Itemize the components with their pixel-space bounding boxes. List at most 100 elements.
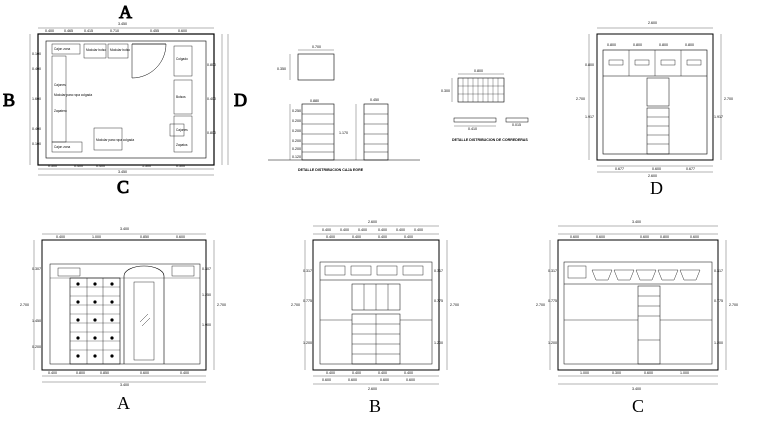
plan-room-label: Cajones	[176, 128, 188, 132]
elev-a-mid-left: 1.450	[32, 319, 41, 323]
detail-drawer-level: 0.200	[292, 139, 301, 143]
elev-c-label: C	[632, 396, 644, 416]
plan-bottom-dim: 0.300	[48, 164, 57, 168]
elev-b-box	[376, 265, 398, 276]
plan-bottom-dim: 0.400	[96, 164, 105, 168]
plan-bottom-dim: 0.400	[74, 164, 83, 168]
elevation-d	[588, 27, 722, 173]
elev-b-top-dim-2: 0.400	[352, 235, 361, 239]
elev-b-top-dim: 0.400	[396, 228, 405, 232]
elev-b-height-right: 2.700	[450, 303, 459, 307]
plan-room-label: Colgado	[176, 57, 188, 61]
detail-box-width: 0.700	[312, 45, 321, 49]
elev-c-bottom-dim: 1.000	[580, 371, 589, 375]
plan-unit	[173, 45, 193, 77]
plan-top-dim: 0.400	[45, 29, 54, 33]
detail-drawer-level: 0.250	[292, 109, 301, 113]
elev-d-handle	[660, 59, 676, 66]
elev-b-bottom-dim-2: 0.600	[406, 378, 415, 382]
plan-room-label: Modular para ropa colgada	[54, 93, 92, 97]
shoe-icons	[76, 282, 114, 358]
elev-c-bottom-dim: 1.000	[680, 371, 689, 375]
plan-unit	[107, 43, 129, 59]
elev-d-top-dim: 0.800	[607, 43, 616, 47]
elev-d-drawers	[646, 107, 670, 155]
plan-room-label: Bolsos	[176, 95, 186, 99]
elev-b-outline	[312, 239, 440, 371]
shoe-icon	[93, 300, 97, 304]
elev-a-top-dim: 0.850	[140, 235, 149, 239]
plan-right-dim: 0.800	[207, 131, 216, 135]
elev-c-outline	[557, 239, 719, 371]
plan-unit	[173, 115, 193, 153]
detail-caption-left: DETALLE DISTRIBUCION CAJA EGRE	[298, 168, 364, 172]
elev-a-height: 2.700	[20, 303, 29, 307]
elevation-b-text: B 2.600 0.400 0.400 0.400 0.400 0.400 0.…	[291, 220, 459, 416]
elev-b-width: 2.600	[368, 220, 377, 224]
elev-a-top-dim: 1.000	[92, 235, 101, 239]
elev-c-basket	[679, 269, 701, 281]
elev-d-width: 2.600	[648, 21, 657, 25]
plan-top-dim: 0.455	[150, 29, 159, 33]
elev-a-door	[123, 265, 165, 364]
detail-caption-right: DETALLE DISTRIBUCION DE CORREDERAS	[452, 138, 528, 142]
detail-rack-width: 0.450	[370, 98, 379, 102]
plan-right-dim: 0.800	[207, 63, 216, 67]
elev-a-top-dim: 0.600	[176, 235, 185, 239]
detail-drawer-level: 0.120	[292, 155, 301, 159]
detail-grid-height: 0.300	[441, 89, 450, 93]
detail-box	[297, 53, 335, 81]
elev-c-width-bottom: 3.400	[632, 387, 641, 391]
elev-b-top-dim-2: 0.400	[378, 235, 387, 239]
elev-a-box	[57, 267, 81, 277]
shoe-icon	[110, 336, 114, 340]
elev-c-basket	[657, 269, 679, 281]
plan-inner-wall	[45, 40, 207, 159]
elev-a-bottom-dim: 0.400	[180, 371, 189, 375]
plan-room-label: Cajones	[54, 83, 66, 87]
elev-b-top-dim-2: 0.400	[404, 235, 413, 239]
elevation-b	[304, 225, 448, 385]
elev-a-cabinet	[49, 263, 201, 365]
elev-d-top-dim: 0.800	[685, 43, 694, 47]
detail-text: 0.700 0.350 0.880 1.170 0.450 0.250 0.20…	[277, 45, 528, 172]
elev-a-bottom-dim: 0.800	[76, 371, 85, 375]
shoe-icon	[93, 282, 97, 286]
elev-d-width-bottom: 2.600	[648, 174, 657, 178]
elev-b-right-dim: 1.200	[434, 341, 443, 345]
elev-d-top-dim: 0.800	[659, 43, 668, 47]
elev-d-handle	[608, 59, 624, 66]
elev-c-basket	[613, 269, 635, 281]
elev-c-bottom-dim: 0.600	[644, 371, 653, 375]
plan-view: A B D C	[3, 2, 248, 198]
shoe-icon	[76, 300, 80, 304]
detail-shelf-width: 0.410	[468, 127, 477, 131]
elev-a-width: 3.400	[120, 227, 129, 231]
detail-grid	[457, 77, 505, 103]
detail-shelf-width: 0.015	[512, 123, 521, 127]
elev-b-bottom-dim-2: 0.600	[380, 378, 389, 382]
elev-d-lower-right: 1.917	[714, 115, 723, 119]
elev-a-right-dim: 1.900	[202, 323, 211, 327]
detail-grid-width: 0.800	[474, 69, 483, 73]
elevation-c	[549, 225, 727, 385]
elev-b-box	[324, 265, 346, 276]
elev-b-top-dim: 0.400	[322, 228, 331, 232]
elev-d-bottom-dim: 0.600	[652, 167, 661, 171]
plan-unit	[93, 127, 123, 151]
plan-unit	[51, 43, 81, 55]
plan-outer-wall	[37, 33, 215, 166]
plan-unit	[51, 55, 67, 143]
elev-d-open-shelf	[646, 77, 670, 107]
elev-a-bottom-dim: 0.850	[100, 371, 109, 375]
elev-b-right-dim: 0.317	[434, 269, 443, 273]
elev-d-height: 2.700	[576, 97, 585, 101]
elev-c-top-dim: 0.600	[640, 235, 649, 239]
elev-b-top-dim: 0.400	[414, 228, 423, 232]
elev-b-bottom-dim-2: 0.600	[322, 378, 331, 382]
elev-b-top-dim-2: 0.400	[326, 235, 335, 239]
plan-room-label: Modular para ropa colgada	[96, 138, 134, 142]
shoe-icon	[93, 336, 97, 340]
elev-c-left-dim: 1.200	[548, 341, 557, 345]
